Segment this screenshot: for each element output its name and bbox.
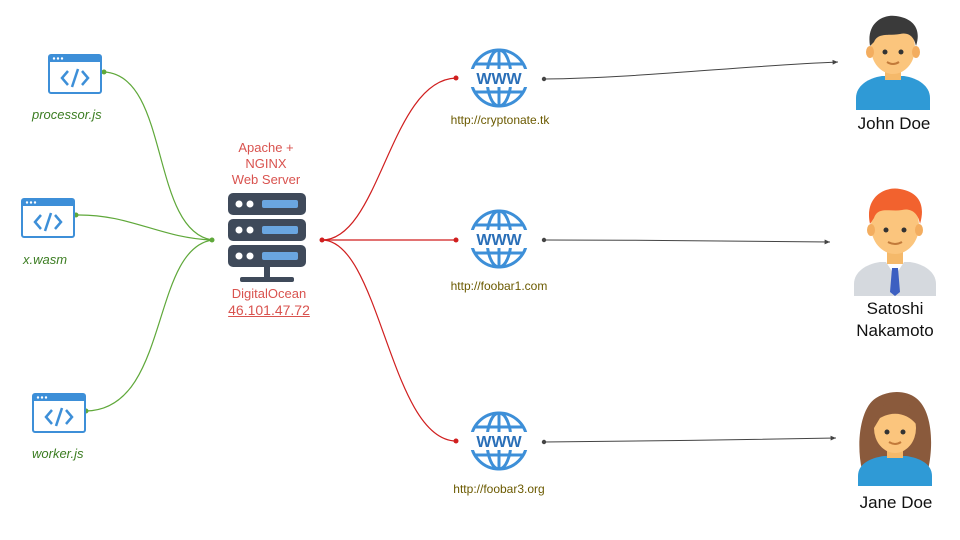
user-female-avatar-icon <box>858 392 932 486</box>
link-server-wasm <box>75 214 213 241</box>
site-node-foobar1: WWW <box>469 208 529 275</box>
site-url-cryptonate[interactable]: http://cryptonate.tk <box>450 113 550 127</box>
link-cryptonate-john <box>543 59 839 80</box>
file-node-processor <box>48 54 102 99</box>
code-window-icon <box>21 198 75 238</box>
code-window-icon <box>32 393 86 433</box>
link-dot-site1-out <box>541 76 547 82</box>
link-dot-foobar1 <box>453 237 459 243</box>
user-businessman-avatar-icon <box>854 188 936 296</box>
server-ip-link[interactable]: 46.101.47.72 <box>228 302 310 318</box>
svg-text:WWW: WWW <box>476 232 522 249</box>
link-server-worker <box>85 239 213 412</box>
link-dot-server-right <box>319 237 325 243</box>
user-node-john <box>852 12 934 115</box>
file-label-processor: processor.js <box>32 107 102 122</box>
server-title-line: NGINX <box>245 156 287 171</box>
www-globe-icon: WWW <box>469 411 529 471</box>
site-node-foobar3: WWW <box>469 410 529 477</box>
www-globe-icon: WWW <box>469 209 529 269</box>
link-dot-cryptonate <box>453 75 459 81</box>
user-name-line: Satoshi <box>866 299 924 318</box>
server-title-line: Apache + <box>238 140 294 155</box>
file-label-worker: worker.js <box>32 446 84 461</box>
server-title: Apache + NGINX Web Server <box>206 140 326 188</box>
svg-text:WWW: WWW <box>476 434 522 451</box>
user-node-jane <box>854 388 936 491</box>
user-name-line: Jane Doe <box>859 493 933 512</box>
link-dot-server-left <box>209 237 215 243</box>
file-label-wasm: x.wasm <box>23 252 68 267</box>
server-node <box>226 191 308 288</box>
server-provider: DigitalOcean <box>231 286 307 301</box>
site-url-foobar1[interactable]: http://foobar1.com <box>450 279 548 293</box>
user-node-satoshi <box>852 186 938 301</box>
user-name-line: John Doe <box>857 114 931 133</box>
link-server-cryptonate <box>321 77 457 241</box>
site-node-cryptonate: WWW <box>469 47 529 114</box>
link-server-foobar3 <box>321 239 457 442</box>
link-server-processor <box>103 71 213 241</box>
code-window-icon <box>48 54 102 94</box>
link-foobar1-satoshi <box>543 239 831 245</box>
user-name-satoshi: Satoshi Nakamoto <box>843 298 947 342</box>
link-foobar3-jane <box>543 435 837 443</box>
link-dot-foobar3 <box>453 438 459 444</box>
user-name-jane: Jane Doe <box>844 492 948 514</box>
file-node-wasm <box>21 198 75 243</box>
link-dot-site3-out <box>541 439 547 445</box>
link-dot-site2-out <box>541 237 547 243</box>
www-globe-icon: WWW <box>469 48 529 108</box>
user-male-avatar-icon <box>856 15 930 110</box>
user-name-line: Nakamoto <box>856 321 934 340</box>
server-title-line: Web Server <box>231 172 301 187</box>
file-node-worker <box>32 393 86 438</box>
user-name-john: John Doe <box>842 113 946 135</box>
site-url-foobar3[interactable]: http://foobar3.org <box>453 482 545 496</box>
svg-text:WWW: WWW <box>476 71 522 88</box>
server-rack-icon <box>228 193 306 282</box>
link-dot-processor <box>101 69 107 75</box>
